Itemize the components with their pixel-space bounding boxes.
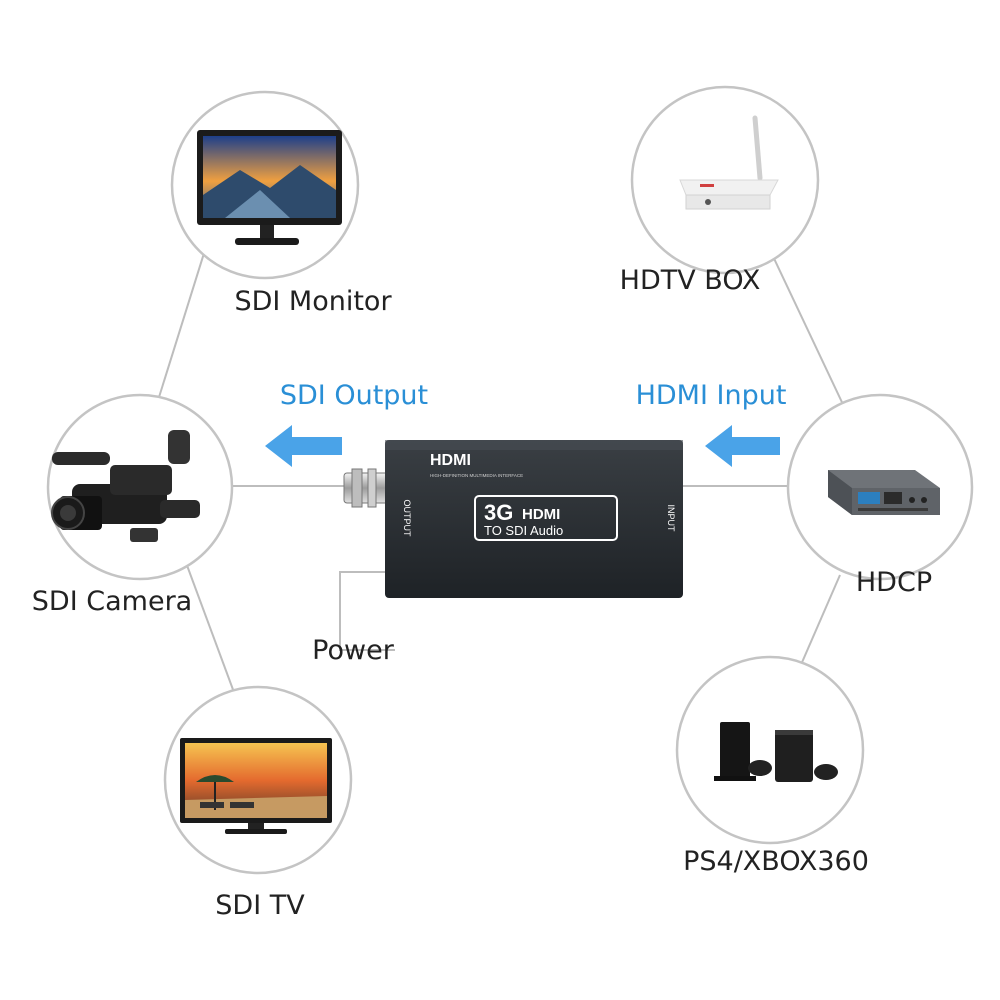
label-sdi-monitor: SDI Monitor [234,286,392,317]
device-badge-3g: 3G [484,500,513,525]
output-arrow-icon [265,425,342,467]
port-input-label: INPUT [666,505,676,533]
port-output-label: OUTPUT [402,500,412,538]
bnc-connector-icon [343,468,389,508]
label-sdi-camera: SDI Camera [31,586,193,617]
label-sdi-output: SDI Output [279,380,429,411]
monitor-icon [197,130,342,245]
label-hdcp: HDCP [855,567,933,598]
line-monitor-camera [154,249,206,411]
tv-icon [180,738,332,834]
video-camera-icon [51,430,200,542]
label-hdtv-box: HDTV BOX [619,265,761,296]
set-top-box-icon [679,115,779,210]
label-power: Power [312,635,394,666]
label-sdi-tv: SDI TV [215,890,305,921]
game-console-icon [714,722,838,782]
device-brand-tagline: HIGH-DEFINITION MULTIMEDIA INTERFACE [430,473,523,478]
line-box-hdcp [769,249,849,416]
line-power [339,571,395,651]
circle-consoles [675,655,865,845]
device-brand: HDMI [430,452,471,469]
input-arrow-icon [705,425,780,467]
hdcp-tester-icon [828,470,940,515]
connection-lines [154,249,849,696]
converter-device: HDMI HIGH-DEFINITION MULTIMEDIA INTERFAC… [343,440,683,598]
device-badge-hdmi: HDMI [522,506,560,523]
device-badge [474,495,618,541]
line-camera-tv [184,559,236,696]
label-consoles: PS4/XBOX360 [683,846,869,877]
label-hdmi-input: HDMI Input [635,380,787,411]
device-badge-bottom: TO SDI Audio [484,523,563,538]
